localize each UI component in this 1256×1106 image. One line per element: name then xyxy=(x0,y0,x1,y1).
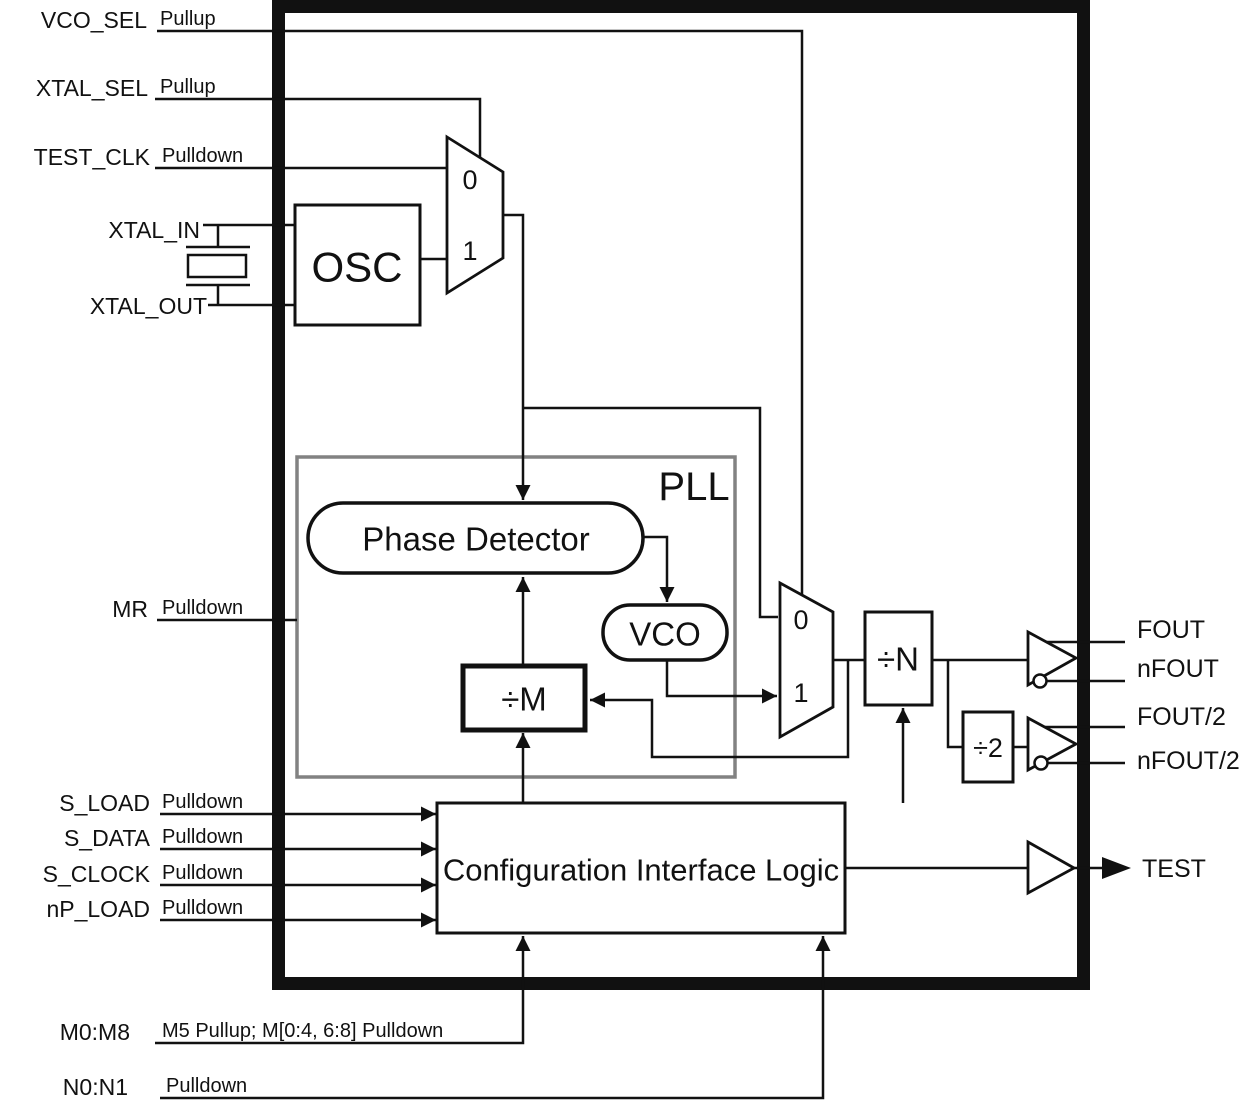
port-m0-m8: M0:M8 xyxy=(60,1019,130,1045)
pull-np-load: Pulldown xyxy=(162,897,243,919)
wire-pd-to-vco xyxy=(643,535,675,602)
wire-feedback-to-divm xyxy=(590,660,850,759)
test-buffer xyxy=(1026,839,1077,896)
pll-label: PLL xyxy=(658,465,729,509)
wire-vco-to-mux2-in1 xyxy=(665,660,777,704)
wire-m0-m8 xyxy=(155,936,531,1045)
wire-n0-n1 xyxy=(160,936,831,1100)
wire-divn-to-div2 xyxy=(946,660,963,749)
pull-s-data: Pulldown xyxy=(162,826,243,848)
port-mr: MR xyxy=(112,596,148,622)
mux1-in0-label: 0 xyxy=(462,165,477,195)
fout-buffer xyxy=(1026,629,1079,688)
pull-vco-sel: Pullup xyxy=(160,8,216,30)
wire-mux-to-pd xyxy=(503,213,531,500)
vco-block xyxy=(601,603,729,662)
nfout2-bubble xyxy=(1033,755,1049,771)
config-interface-block xyxy=(435,801,847,935)
port-test: TEST xyxy=(1142,855,1206,883)
div-n-label: ÷N xyxy=(877,641,919,678)
pull-s-clock: Pulldown xyxy=(162,862,243,884)
pll-box xyxy=(295,455,737,779)
wire-ref-to-mux2-in0 xyxy=(523,406,778,619)
port-fout: FOUT xyxy=(1137,616,1205,644)
div-2-label: ÷2 xyxy=(973,733,1003,763)
config-label: Configuration Interface Logic xyxy=(443,853,839,888)
pull-test-clk: Pulldown xyxy=(162,145,243,167)
input-mux xyxy=(445,134,505,296)
vco-label: VCO xyxy=(629,616,701,653)
port-s-clock: S_CLOCK xyxy=(43,861,151,887)
port-test-clk: TEST_CLK xyxy=(34,144,151,170)
port-s-load: S_LOAD xyxy=(59,790,150,816)
wire-vco-sel xyxy=(157,29,804,595)
port-fout2: FOUT/2 xyxy=(1137,703,1226,731)
osc-label: OSC xyxy=(311,244,402,291)
port-n0-n1: N0:N1 xyxy=(63,1074,128,1100)
port-xtal-in: XTAL_IN xyxy=(108,217,200,243)
nfout-bubble xyxy=(1032,673,1048,689)
osc-block xyxy=(293,203,422,327)
vco-bypass-mux xyxy=(778,580,835,740)
mux1-in1-label: 1 xyxy=(462,236,477,266)
div-m-block xyxy=(460,663,588,733)
wire-xtal-sel xyxy=(155,97,482,158)
pull-mr: Pulldown xyxy=(162,597,243,619)
pull-s-load: Pulldown xyxy=(162,791,243,813)
pull-xtal-sel: Pullup xyxy=(160,76,216,98)
mux2-in0-label: 0 xyxy=(793,605,808,635)
mux2-in1-label: 1 xyxy=(793,678,808,708)
port-nfout: nFOUT xyxy=(1137,655,1219,683)
port-xtal-out: XTAL_OUT xyxy=(90,293,207,319)
port-np-load: nP_LOAD xyxy=(46,896,150,922)
pull-m0-m8: M5 Pullup; M[0:4, 6:8] Pulldown xyxy=(162,1020,443,1042)
div-n-block xyxy=(863,610,934,707)
crystal-body xyxy=(186,253,248,279)
port-s-data: S_DATA xyxy=(64,825,151,851)
test-arrowhead xyxy=(1102,857,1131,879)
chip-boundary xyxy=(272,0,1090,990)
div-m-label: ÷M xyxy=(501,681,547,718)
port-nfout2: nFOUT/2 xyxy=(1137,747,1240,775)
crystal-plates xyxy=(186,225,250,305)
div-2-block xyxy=(961,710,1015,784)
port-vco-sel: VCO_SEL xyxy=(41,7,147,33)
pull-n0-n1: Pulldown xyxy=(166,1075,247,1097)
phase-detector-label: Phase Detector xyxy=(362,521,589,558)
port-xtal-sel: XTAL_SEL xyxy=(36,75,148,101)
